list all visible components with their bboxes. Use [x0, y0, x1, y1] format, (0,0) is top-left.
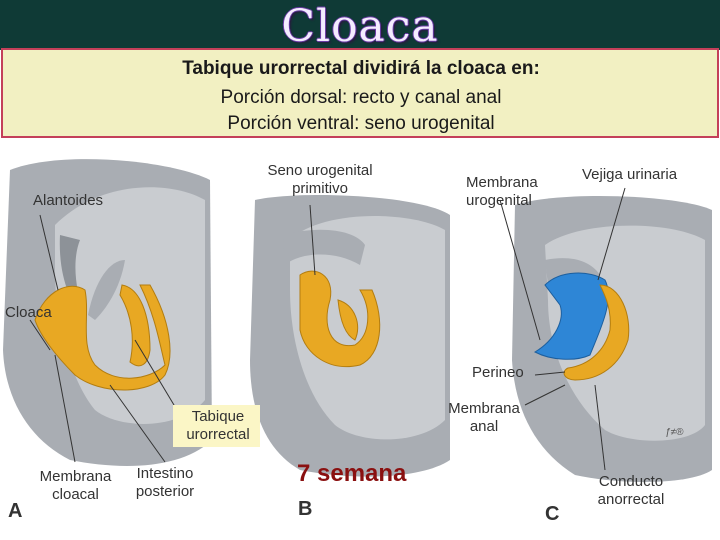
label-membrana-uro-line2: urogenital — [466, 192, 532, 209]
info-heading: Tabique urorrectal dividirá la cloaca en… — [182, 58, 540, 79]
label-membrana-cloacal: Membrana cloacal — [28, 468, 123, 504]
label-intestino-posterior: Intestino posterior — [125, 465, 205, 501]
label-conducto-line1: Conducto — [598, 473, 664, 490]
info-line-ventral: Porción ventral: seno urogenital — [227, 113, 495, 134]
week-label: 7 semana — [297, 460, 407, 487]
panel-b-drawing — [250, 195, 450, 477]
label-perineo: Perineo — [472, 364, 524, 381]
label-membrana-cloacal-line2: cloacal — [52, 486, 99, 503]
slide-title: Cloaca — [281, 1, 439, 52]
panel-letter-b: B — [298, 498, 313, 520]
label-membrana-uro-line1: Membrana — [466, 174, 538, 191]
label-seno-line1: Seno urogenital — [267, 162, 373, 179]
label-membrana-urogenital: Membrana urogenital — [466, 174, 538, 210]
label-tabique: Tabique urorrectal — [178, 408, 258, 444]
label-conducto-line2: anorrectal — [597, 491, 665, 508]
panel-letter-a: A — [8, 500, 23, 522]
label-seno-urogenital: Seno urogenital primitivo — [252, 162, 388, 198]
label-alantoides: Alantoides — [33, 192, 104, 209]
tabique-highlight — [173, 405, 260, 447]
label-seno-line2: primitivo — [292, 180, 348, 197]
label-conducto-anorrectal: Conducto anorrectal — [588, 473, 674, 509]
info-box: Tabique urorrectal dividirá la cloaca en… — [1, 48, 719, 138]
svg-text:ƒ≠®: ƒ≠® — [665, 427, 684, 438]
label-membrana-anal: Membrana anal — [440, 400, 528, 436]
title-bar — [0, 0, 720, 50]
embryo-illustration: ƒ≠® — [3, 159, 712, 482]
label-intestino-line2: posterior — [135, 483, 195, 500]
label-cloaca: Cloaca — [5, 304, 52, 321]
label-tabique-line1: Tabique — [191, 408, 245, 425]
label-membrana-cloacal-line1: Membrana — [39, 468, 112, 485]
label-intestino-line1: Intestino — [136, 465, 194, 482]
panel-a-drawing — [3, 159, 212, 466]
label-membrana-anal-line1: Membrana — [448, 400, 520, 417]
label-tabique-line2: urorrectal — [186, 426, 250, 443]
embryo-figure: ƒ≠® Alantoides Cloaca Tabique urorrectal… — [0, 140, 720, 540]
label-vejiga-urinaria: Vejiga urinaria — [582, 166, 678, 183]
panel-c-drawing: ƒ≠® — [499, 187, 712, 482]
info-line-dorsal: Porción dorsal: recto y canal anal — [220, 87, 502, 108]
label-membrana-anal-line2: anal — [469, 418, 499, 435]
panel-letter-c: C — [545, 503, 560, 525]
